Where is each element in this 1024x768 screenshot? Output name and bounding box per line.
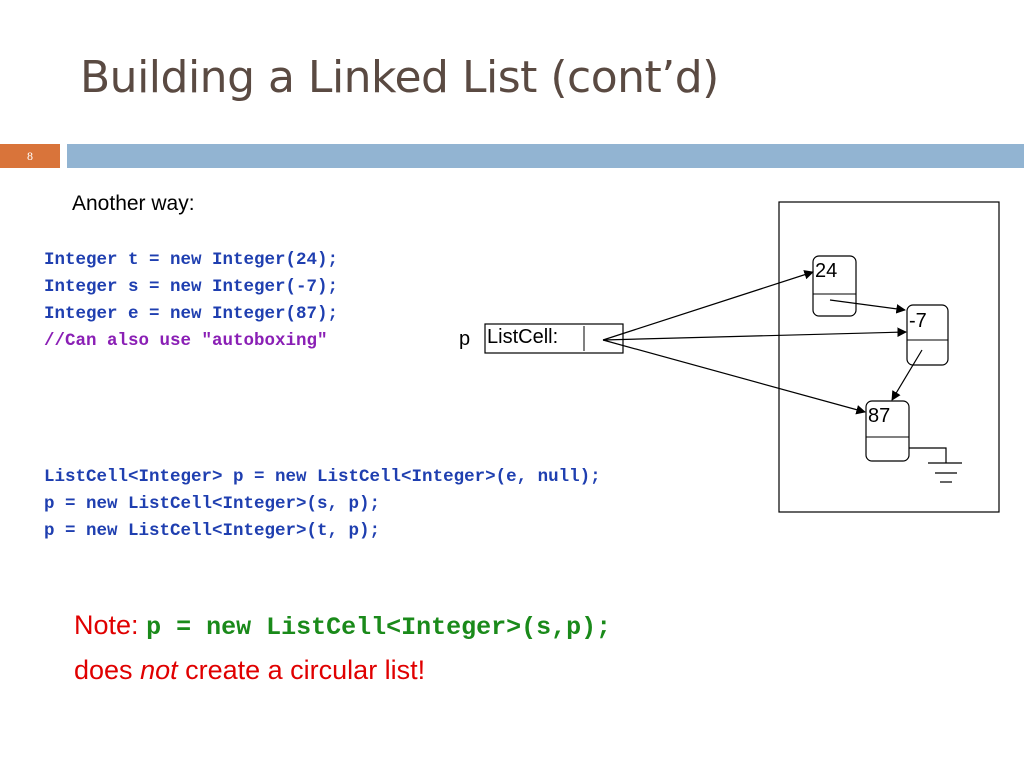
pointer-cell xyxy=(484,323,624,354)
arrow-minus7-to-87 xyxy=(891,349,923,401)
node-value: 24 xyxy=(815,260,837,282)
note-code: p = new ListCell<Integer>(s,p); xyxy=(146,613,612,642)
null-ground-icon xyxy=(909,447,962,483)
slide-title: Building a Linked List (cont’d) xyxy=(80,52,719,103)
arrow-p-to-24 xyxy=(602,270,814,341)
title-rule-bar xyxy=(67,144,1024,168)
node-24: 24 xyxy=(812,255,857,317)
node-minus7: -7 xyxy=(906,304,949,366)
code-line: p = new ListCell<Integer>(t, p); xyxy=(44,521,381,541)
pointer-type-label: ListCell: xyxy=(487,326,558,348)
arrow-p-to-87 xyxy=(602,339,866,415)
code-line: p = new ListCell<Integer>(s, p); xyxy=(44,494,381,514)
slide-number: 8 xyxy=(0,144,60,168)
note-line-1: Note: p = new ListCell<Integer>(s,p); xyxy=(74,604,611,649)
code-line: ListCell<Integer> p = new ListCell<Integ… xyxy=(44,467,601,487)
note-text-prefix: does xyxy=(74,655,141,685)
arrow-24-to-minus7 xyxy=(829,299,906,314)
code-line: Integer e = new Integer(87); xyxy=(44,304,339,324)
code-comment: //Can also use "autoboxing" xyxy=(44,331,328,351)
code-block-declarations: Integer t = new Integer(24); Integer s =… xyxy=(44,247,338,355)
note-line-2: does not create a circular list! xyxy=(74,649,611,691)
note-label: Note: xyxy=(74,610,139,640)
node-value: -7 xyxy=(909,310,927,332)
subtitle: Another way: xyxy=(72,192,195,215)
note-text-suffix: create a circular list! xyxy=(177,655,426,685)
pointer-var-label: p xyxy=(459,328,470,350)
code-line: Integer t = new Integer(24); xyxy=(44,250,339,270)
arrow-p-to-minus7 xyxy=(602,327,907,341)
code-block-listcells: ListCell<Integer> p = new ListCell<Integ… xyxy=(44,464,601,545)
code-line: Integer s = new Integer(-7); xyxy=(44,277,339,297)
note-block: Note: p = new ListCell<Integer>(s,p); do… xyxy=(74,604,611,691)
heap-frame xyxy=(778,201,1000,513)
note-emphasis: not xyxy=(140,655,178,685)
node-value: 87 xyxy=(868,405,890,427)
node-87: 87 xyxy=(865,400,910,462)
